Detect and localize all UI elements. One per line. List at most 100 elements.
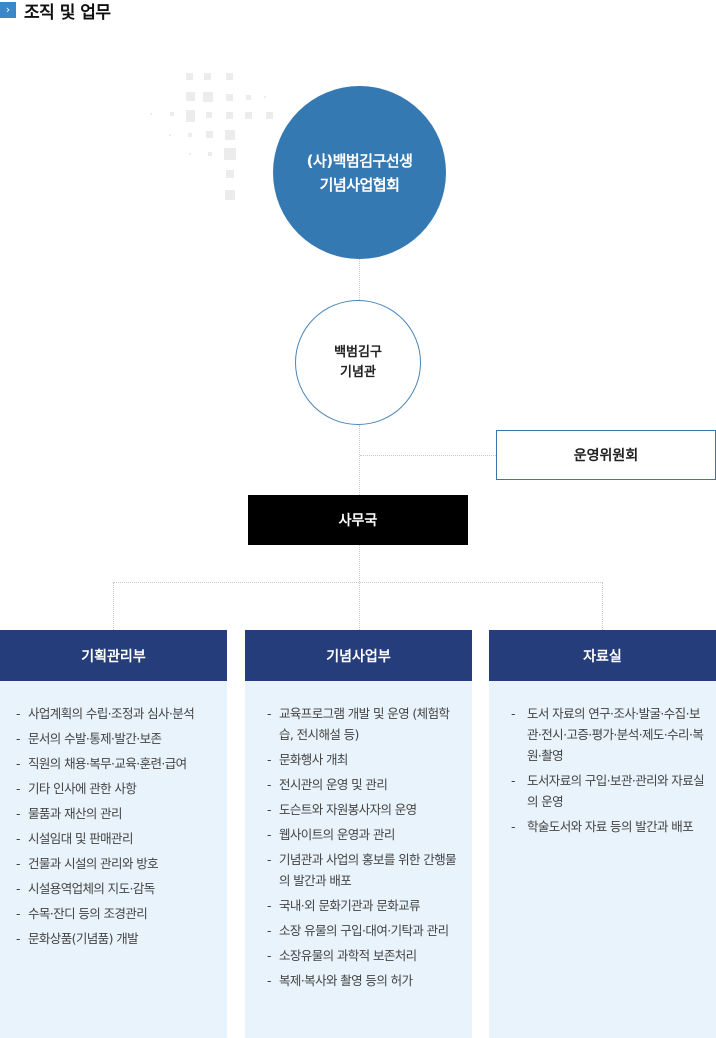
duty-text: 기념관과 사업의 홍보를 위한 간행물의 발간과 배포 [279, 852, 457, 888]
bullet-dash: - [267, 827, 272, 842]
museum-name-line1: 백범김구 [334, 344, 382, 360]
duty-text: 물품과 재산의 관리 [28, 806, 123, 821]
association-name-line2: 기념사업협회 [319, 175, 400, 194]
office-label: 사무국 [338, 513, 378, 529]
association-node: (사)백범김구선생 기념사업협회 [273, 86, 446, 259]
bullet-dash: - [267, 923, 272, 938]
department-planning: 기획관리부 -사업계획의 수립·조정과 심사·분석-문서의 수발·통제·발간·보… [0, 630, 227, 1038]
duty-text: 학술도서와 자료 등의 발간과 배포 [527, 819, 694, 834]
committee-node: 운영위원회 [496, 430, 716, 480]
office-node: 사무국 [248, 495, 468, 545]
duty-list: -도서 자료의 연구·조사·발굴·수집·보관·전시·고증·평가·분석·제도·수리… [489, 681, 716, 837]
duty-item: -도슨트와 자원봉사자의 운영 [267, 799, 462, 820]
bullet-dash: - [267, 852, 272, 867]
connector-line [113, 582, 114, 630]
duty-text: 문화행사 개최 [279, 752, 348, 767]
bullet-dash: - [267, 777, 272, 792]
department-header: 자료실 [489, 630, 716, 681]
duty-text: 수목·잔디 등의 조경관리 [28, 906, 148, 921]
bullet-dash: - [16, 706, 21, 721]
connector-line [359, 259, 360, 300]
bullet-dash: - [16, 781, 21, 796]
duty-list: -사업계획의 수립·조정과 심사·분석-문서의 수발·통제·발간·보존-직원의 … [0, 681, 227, 949]
bullet-dash: - [511, 773, 516, 788]
duty-item: -웹사이트의 운영과 관리 [267, 824, 462, 845]
bullet-dash: - [16, 881, 21, 896]
duty-text: 복제·복사와 촬영 등의 허가 [279, 973, 413, 988]
department-memorial-projects: 기념사업부 -교육프로그램 개발 및 운영 (체험학습, 전시해설 등)-문화행… [245, 630, 472, 1038]
bullet-dash: - [511, 706, 516, 721]
duty-text: 국내·외 문화기관과 문화교류 [279, 898, 421, 913]
duty-text: 문화상품(기념품) 개발 [28, 931, 139, 946]
duty-item: -도서자료의 구입·보관·관리와 자료실의 운영 [511, 770, 706, 812]
bullet-dash: - [16, 856, 21, 871]
duty-item: -기타 인사에 관한 사항 [16, 778, 217, 799]
bullet-dash: - [16, 756, 21, 771]
duty-item: -수목·잔디 등의 조경관리 [16, 903, 217, 924]
department-archives: 자료실 -도서 자료의 연구·조사·발굴·수집·보관·전시·고증·평가·분석·제… [489, 630, 716, 1038]
connector-line [360, 455, 496, 456]
bullet-dash: - [16, 831, 21, 846]
duty-text: 시설용역업체의 지도·감독 [28, 881, 155, 896]
duty-item: -건물과 시설의 관리와 방호 [16, 853, 217, 874]
duty-item: -문화행사 개최 [267, 749, 462, 770]
duty-item: -시설임대 및 판매관리 [16, 828, 217, 849]
duty-item: -시설용역업체의 지도·감독 [16, 878, 217, 899]
duty-text: 도서 자료의 연구·조사·발굴·수집·보관·전시·고증·평가·분석·제도·수리·… [527, 706, 704, 763]
duty-item: -교육프로그램 개발 및 운영 (체험학습, 전시해설 등) [267, 703, 462, 745]
duty-item: -소장 유물의 구입·대여·기탁과 관리 [267, 920, 462, 941]
duty-item: -문화상품(기념품) 개발 [16, 928, 217, 949]
duty-item: -전시관의 운영 및 관리 [267, 774, 462, 795]
museum-name-line2: 기념관 [340, 364, 376, 380]
duty-item: -학술도서와 자료 등의 발간과 배포 [511, 816, 706, 837]
connector-line [359, 425, 360, 495]
duty-item: -기념관과 사업의 홍보를 위한 간행물의 발간과 배포 [267, 849, 462, 891]
duty-item: -국내·외 문화기관과 문화교류 [267, 895, 462, 916]
department-header: 기획관리부 [0, 630, 227, 681]
connector-line [113, 582, 603, 583]
bullet-dash: - [267, 898, 272, 913]
bullet-dash: - [16, 731, 21, 746]
bullet-dash: - [16, 806, 21, 821]
bullet-dash: - [267, 948, 272, 963]
duty-text: 직원의 채용·복무·교육·훈련·급여 [28, 756, 187, 771]
duty-list: -교육프로그램 개발 및 운영 (체험학습, 전시해설 등)-문화행사 개최-전… [245, 681, 472, 991]
duty-item: -문서의 수발·통제·발간·보존 [16, 728, 217, 749]
duty-text: 도슨트와 자원봉사자의 운영 [279, 802, 417, 817]
association-name-line1: (사)백범김구선생 [306, 151, 413, 170]
bullet-dash: - [267, 802, 272, 817]
duty-item: -도서 자료의 연구·조사·발굴·수집·보관·전시·고증·평가·분석·제도·수리… [511, 703, 706, 766]
bullet-dash: - [267, 973, 272, 988]
connector-line [359, 545, 360, 630]
page-title: 조직 및 업무 [24, 2, 111, 23]
department-name: 자료실 [583, 648, 622, 665]
duty-text: 사업계획의 수립·조정과 심사·분석 [28, 706, 195, 721]
duty-text: 웹사이트의 운영과 관리 [279, 827, 395, 842]
duty-text: 기타 인사에 관한 사항 [28, 781, 137, 796]
duty-item: -소장유물의 과학적 보존처리 [267, 945, 462, 966]
bullet-dash: - [16, 931, 21, 946]
department-name: 기획관리부 [81, 648, 146, 665]
duty-text: 건물과 시설의 관리와 방호 [28, 856, 159, 871]
connector-line [602, 582, 603, 630]
duty-text: 문서의 수발·통제·발간·보존 [28, 731, 162, 746]
bullet-dash: - [267, 752, 272, 767]
duty-text: 도서자료의 구입·보관·관리와 자료실의 운영 [527, 773, 705, 809]
duty-item: -사업계획의 수립·조정과 심사·분석 [16, 703, 217, 724]
bullet-dash: - [16, 906, 21, 921]
museum-node: 백범김구 기념관 [295, 300, 421, 425]
committee-label: 운영위원회 [573, 448, 639, 464]
duty-text: 시설임대 및 판매관리 [28, 831, 133, 846]
duty-text: 교육프로그램 개발 및 운영 (체험학습, 전시해설 등) [279, 706, 450, 742]
duty-item: -물품과 재산의 관리 [16, 803, 217, 824]
bullet-dash: - [267, 706, 272, 721]
department-header: 기념사업부 [245, 630, 472, 681]
duty-text: 전시관의 운영 및 관리 [279, 777, 388, 792]
duty-item: -복제·복사와 촬영 등의 허가 [267, 970, 462, 991]
duty-text: 소장유물의 과학적 보존처리 [279, 948, 417, 963]
duty-text: 소장 유물의 구입·대여·기탁과 관리 [279, 923, 449, 938]
department-name: 기념사업부 [326, 648, 391, 665]
bullet-dash: - [511, 819, 516, 834]
section-title: › 조직 및 업무 [0, 0, 111, 23]
duty-item: -직원의 채용·복무·교육·훈련·급여 [16, 753, 217, 774]
